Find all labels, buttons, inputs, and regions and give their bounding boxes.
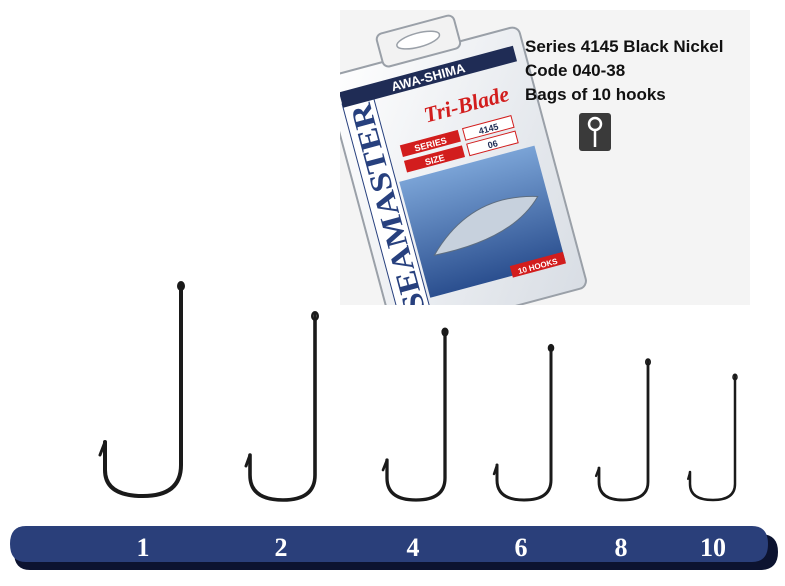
spec-series: Series 4145 Black Nickel [525,37,724,56]
hook-size-10 [687,373,738,502]
hook-size-display [0,270,785,510]
product-specs: Series 4145 Black Nickel Code 040-38 Bag… [525,35,723,107]
size-label-1: 1 [136,533,150,562]
size-scale-bar [0,520,785,575]
size-label-4: 4 [406,533,420,562]
hook-size-4 [381,327,449,502]
ringed-eye-icon [579,113,611,151]
hook-size-1 [98,281,185,499]
spec-code: Code 040-38 [525,61,626,80]
packet-size-value: 06 [487,138,499,150]
size-label-6: 6 [514,533,528,562]
hook-size-2 [244,311,319,502]
size-label-10: 10 [700,533,726,562]
spec-bag-count: Bags of 10 hooks [525,85,666,104]
hook-size-6 [492,343,555,502]
size-label-8: 8 [614,533,628,562]
size-label-2: 2 [274,533,288,562]
hook-size-8 [594,358,651,502]
packet-image: AWA-SHIMA Tri-Blade SERIES 4145 SIZE 06 … [325,10,750,338]
